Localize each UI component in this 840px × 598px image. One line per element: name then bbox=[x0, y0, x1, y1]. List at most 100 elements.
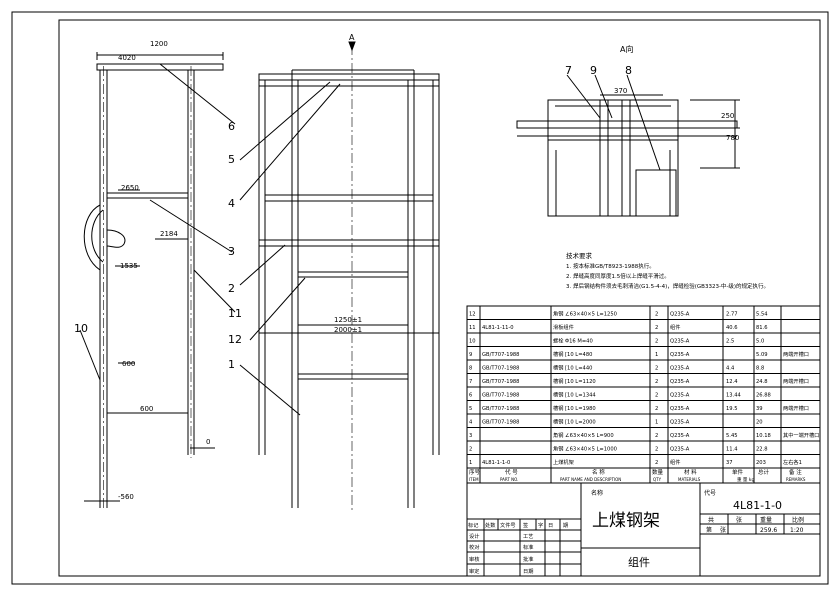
bom-cell-no: 8 bbox=[469, 366, 472, 372]
bom-cell-total: 20 bbox=[756, 420, 763, 426]
balloon-4: 4 bbox=[228, 197, 235, 210]
dim-aview-780: 780 bbox=[726, 134, 739, 142]
note-line-1: 1. 按本标准GB/T8923-1988执行。 bbox=[566, 262, 655, 270]
tb-role-1: 校对 bbox=[469, 543, 479, 551]
tb-role2-1: 标准 bbox=[523, 543, 533, 551]
tb-col-3: 比例 bbox=[792, 516, 804, 524]
bom-cell-total: 22.8 bbox=[756, 447, 768, 453]
bom-cell-total: 203 bbox=[756, 460, 766, 466]
bom-cell-mat: Q235-A bbox=[670, 366, 690, 372]
bom-cell-total: 24.8 bbox=[756, 379, 768, 385]
bom-cell-unit: 2.5 bbox=[726, 339, 734, 345]
bom-cell-no: 2 bbox=[469, 447, 472, 453]
bom-cell-total: 8.8 bbox=[756, 366, 764, 372]
center-front-view bbox=[239, 41, 440, 510]
dim-elev-mid: 2650 bbox=[121, 184, 139, 192]
bom-cell-note: 其中一端开槽口 bbox=[783, 431, 819, 439]
bom-cell-note: 两端开槽口 bbox=[783, 350, 809, 358]
bom-cell-unit: 13.44 bbox=[726, 393, 742, 399]
bom-cell-mat: Q235-A bbox=[670, 393, 690, 399]
bom-cell-no: 5 bbox=[469, 406, 472, 412]
bom-h-mat-en: MATERIALS bbox=[678, 477, 701, 482]
dim-elev-0: 0 bbox=[206, 438, 210, 446]
bom-h-code: 代 号 bbox=[505, 468, 518, 476]
dim-width-600: 600 bbox=[140, 405, 153, 413]
tb-rev-5: 日 bbox=[548, 522, 553, 529]
bom-cell-code: GB/T707-1988 bbox=[482, 406, 519, 412]
bom-h-name: 名 称 bbox=[592, 468, 605, 476]
dim-elev-600: 600 bbox=[122, 360, 135, 368]
bom-cell-code: GB/T707-1988 bbox=[482, 420, 519, 426]
dim-elev-2184: 2184 bbox=[160, 230, 178, 238]
bom-h-note: 备 注 bbox=[789, 468, 802, 476]
bom-header: 序号 ITEM 代 号 PART NO. 名 称 PART NAME AND D… bbox=[469, 468, 806, 483]
bom-cell-name: 角钢 ∠63×40×5 L=1000 bbox=[553, 445, 617, 453]
bom-h-unit: 单件 bbox=[732, 468, 744, 476]
tb-rev-2: 文件号 bbox=[500, 521, 516, 529]
dim-aview-250: 250 bbox=[721, 112, 734, 120]
bom-cell-name: 槽钢 [10 L=1344 bbox=[553, 391, 596, 399]
tb-subtitle: 组件 bbox=[628, 555, 650, 569]
bom-cell-name: 滑板组件 bbox=[553, 323, 574, 331]
balloon-11: 11 bbox=[228, 307, 242, 320]
tb-scale: 1:20 bbox=[790, 527, 804, 534]
bom-cell-mat: Q235-A bbox=[670, 420, 690, 426]
bom-h-total: 总计 bbox=[758, 468, 770, 476]
bom-table-lines bbox=[466, 305, 821, 484]
bom-cell-unit: 40.6 bbox=[726, 325, 738, 331]
bom-cell-name: 槽钢 [10 L=480 bbox=[553, 350, 592, 358]
view-label-a: A bbox=[349, 33, 355, 42]
bom-cell-unit: 19.5 bbox=[726, 406, 738, 412]
tb-role-0: 设计 bbox=[469, 532, 479, 540]
bom-cell-name: 上煤机架 bbox=[553, 458, 574, 466]
bom-h-mat: 材 料 bbox=[684, 468, 697, 476]
bom-h-qty: 数量 bbox=[652, 468, 664, 476]
bom-h-no: 序号 bbox=[469, 468, 481, 476]
bom-cell-total: 5.0 bbox=[756, 339, 764, 345]
bom-cell-code: 4L81-1-11-0 bbox=[482, 325, 514, 331]
bom-cell-qty: 2 bbox=[655, 433, 658, 439]
left-elevation-view bbox=[79, 52, 236, 510]
bom-cell-code: GB/T707-1988 bbox=[482, 352, 519, 358]
balloon-7: 7 bbox=[565, 64, 572, 77]
bom-h-no-en: ITEM bbox=[469, 477, 479, 482]
bom-cell-unit: 11.4 bbox=[726, 447, 738, 453]
bom-cell-mat: 组件 bbox=[670, 458, 680, 466]
bom-cell-name: 角钢 ∠63×40×5 L=1250 bbox=[553, 310, 617, 318]
dim-aview-370: 370 bbox=[614, 87, 627, 95]
bom-cell-code: GB/T707-1988 bbox=[482, 379, 519, 385]
bom-cell-total: 10.18 bbox=[756, 433, 771, 439]
bom-cell-note: 两端开槽口 bbox=[783, 377, 809, 385]
balloon-10: 10 bbox=[74, 322, 88, 335]
bom-cell-note: 两端开槽口 bbox=[783, 404, 809, 412]
bom-cell-total: 81.6 bbox=[756, 325, 768, 331]
balloon-5: 5 bbox=[228, 153, 235, 166]
bom-cell-total: 5.54 bbox=[756, 312, 768, 318]
balloon-2: 2 bbox=[228, 282, 235, 295]
bom-cell-no: 1 bbox=[469, 460, 472, 466]
bom-cell-qty: 2 bbox=[655, 393, 658, 399]
dim-elev-1535: 1535 bbox=[120, 262, 138, 270]
bom-cell-name: 槽钢 [10 L=1980 bbox=[553, 404, 596, 412]
tb-drawing-no: 4L81-1-0 bbox=[733, 499, 782, 512]
bom-cell-name: 螺栓 Φ16 M=40 bbox=[553, 337, 593, 345]
tb-material-label: 名称 bbox=[591, 489, 603, 497]
tb-title: 上煤钢架 bbox=[592, 511, 660, 531]
note-line-3: 3. 焊后钢结构件须去毛刺清洁(G1.5-4-4)，焊缝检验(GB3323-中-… bbox=[566, 282, 769, 290]
bom-cell-mat: Q235-A bbox=[670, 339, 690, 345]
bom-h-qty-en: QTY bbox=[653, 477, 662, 482]
bom-cell-qty: 2 bbox=[655, 339, 658, 345]
bom-cell-name: 槽钢 [10 L=2000 bbox=[553, 418, 596, 426]
balloon-9: 9 bbox=[590, 64, 597, 77]
bom-cell-name: 角钢 ∠63×40×5 L=900 bbox=[553, 431, 614, 439]
balloon-6: 6 bbox=[228, 120, 235, 133]
bom-cell-qty: 2 bbox=[655, 379, 658, 385]
bom-cell-mat: Q235-A bbox=[670, 447, 690, 453]
tb-col-2: 重量 bbox=[760, 516, 772, 524]
dim-left-top-width: 1200 bbox=[150, 40, 168, 48]
bom-cell-unit: 2.77 bbox=[726, 312, 738, 318]
bom-cell-no: 12 bbox=[469, 312, 476, 318]
bom-cell-no: 9 bbox=[469, 352, 472, 358]
